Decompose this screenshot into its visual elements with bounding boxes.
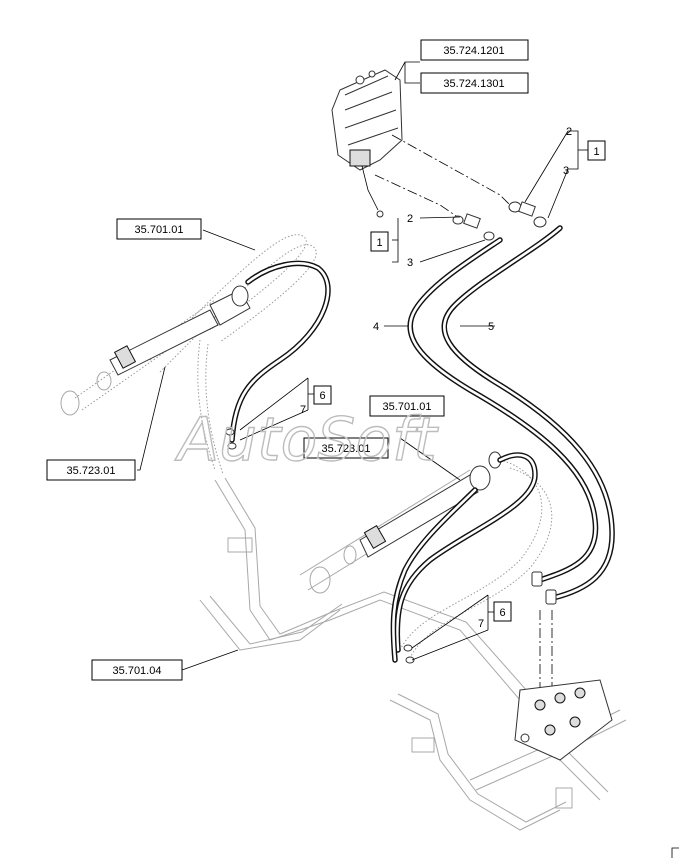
corner-mark (671, 847, 679, 858)
right-cylinder-hose (390, 452, 538, 664)
callout-7-upper: 7 (300, 404, 306, 416)
ref-label: 35.701.04 (113, 665, 162, 677)
leader-lines (137, 61, 588, 671)
ref-label: 35.724.1201 (443, 45, 504, 57)
svg-text:1: 1 (376, 237, 382, 249)
callout-5: 5 (488, 321, 494, 333)
watermark: AutoSoft (174, 405, 439, 475)
control-valve (331, 69, 403, 218)
callout-2-left: 2 (407, 213, 413, 225)
ref-box-35-723-01-mid[interactable]: 35.723.01 (303, 437, 389, 459)
callout-3-left: 3 (407, 257, 413, 269)
ref-label: 35.701.01 (383, 401, 432, 413)
callout-box-1-right: 1 (587, 140, 606, 161)
callout-box-6-upper: 6 (313, 385, 332, 405)
callout-box-1-left: 1 (370, 231, 389, 252)
centerline-lower (374, 174, 466, 223)
right-cylinder (359, 451, 502, 558)
hose-4 (407, 237, 599, 583)
callout-3-right: 3 (563, 165, 569, 177)
ref-label: 35.701.01 (135, 224, 184, 236)
callout-7-lower: 7 (478, 618, 484, 630)
ref-box-35-724-1301[interactable]: 35.724.1301 (420, 72, 529, 94)
callout-4: 4 (373, 321, 379, 333)
hose-ends-bottom (531, 571, 557, 605)
left-cylinder (109, 285, 251, 376)
hose-5 (441, 225, 615, 601)
ref-box-35-701-01-mid[interactable]: 35.701.01 (369, 395, 445, 417)
ref-label: 35.723.01 (322, 443, 371, 455)
ref-label: 35.723.01 (67, 465, 116, 477)
callout-box-6-lower: 6 (493, 601, 512, 622)
svg-text:6: 6 (499, 607, 505, 619)
callout-2-right: 2 (566, 126, 572, 138)
valve-fittings (452, 201, 547, 241)
svg-text:1: 1 (593, 146, 599, 158)
bottom-valve-block (514, 679, 613, 761)
ref-label: 35.724.1301 (443, 78, 504, 90)
left-cylinder-hose (225, 260, 331, 450)
centerline-upper (391, 134, 511, 206)
ref-box-35-723-01-left[interactable]: 35.723.01 (46, 459, 136, 481)
ref-box-35-701-04[interactable]: 35.701.04 (91, 659, 183, 681)
ref-box-35-724-1201[interactable]: 35.724.1201 (420, 39, 529, 61)
svg-text:6: 6 (319, 390, 325, 402)
ref-box-35-701-01-left[interactable]: 35.701.01 (116, 218, 202, 240)
